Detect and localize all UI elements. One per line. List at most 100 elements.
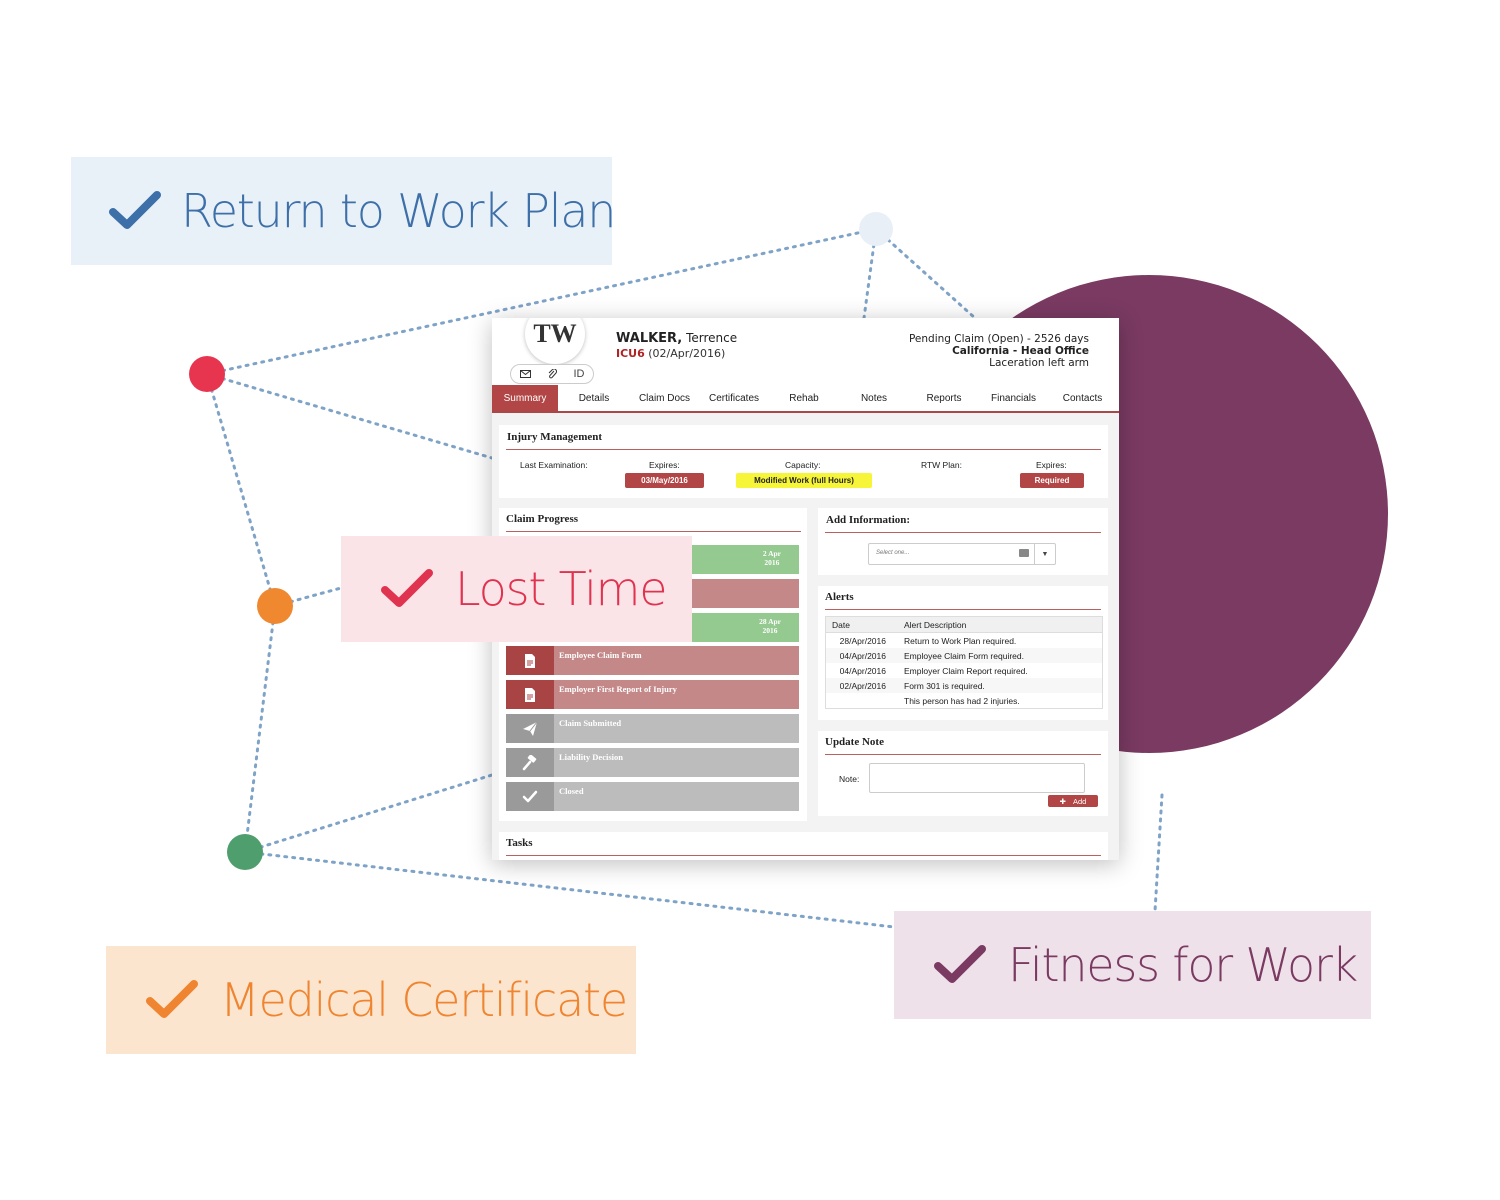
patient-code: ICU6 (02/Apr/2016) [616, 347, 725, 360]
table-row: 04/Apr/2016 Employer Claim Report requir… [826, 663, 1102, 678]
chevron-down-icon[interactable]: ▼ [1034, 544, 1055, 564]
alert-date: 02/Apr/2016 [839, 680, 886, 691]
add-note-button[interactable]: ✚ Add [1048, 795, 1098, 807]
tab-reports[interactable]: Reports [926, 392, 962, 404]
alert-date: 28/Apr/2016 [839, 635, 886, 646]
divider [825, 609, 1101, 610]
column-header-description: Alert Description [904, 619, 967, 630]
progress-label: Closed [554, 782, 799, 811]
callout-label: Fitness for Work [1008, 938, 1358, 992]
connector-line [205, 372, 494, 460]
node-red [189, 356, 225, 392]
progress-date-year: 2016 [762, 626, 778, 635]
tab-financials[interactable]: Financials [990, 392, 1037, 404]
check-icon [379, 565, 435, 613]
claim-code: ICU6 [616, 347, 645, 360]
tab-claim-docs[interactable]: Claim Docs [638, 392, 691, 404]
panel-title: Add Information: [826, 514, 911, 526]
add-information-panel: Add Information: Select one... ▼ [818, 508, 1108, 575]
injury-management-panel: Injury Management Last Examination: Expi… [499, 425, 1108, 498]
callout-label: Return to Work Plan [181, 184, 616, 238]
add-button-label: Add [1072, 796, 1087, 806]
callout-return-to-work: Return to Work Plan [71, 157, 616, 265]
panel-title: Claim Progress [506, 513, 578, 525]
progress-employee-claim-form[interactable]: Employee Claim Form [506, 646, 799, 675]
panel-title: Alerts [825, 591, 854, 603]
claim-code-date: (02/Apr/2016) [648, 347, 726, 360]
progress-closed[interactable]: Closed [506, 782, 799, 811]
claim-status: Pending Claim (Open) - 2526 days Califor… [909, 333, 1089, 369]
progress-claim-submitted[interactable]: Claim Submitted [506, 714, 799, 743]
progress-liability-decision[interactable]: Liability Decision [506, 748, 799, 777]
rtw-required-badge: Required [1020, 473, 1084, 488]
document-icon [506, 680, 554, 709]
status-line-claim: Pending Claim (Open) - 2526 days [908, 333, 1089, 345]
connector-line [205, 372, 277, 608]
id-button[interactable]: ID [573, 368, 585, 380]
expires-label: Expires: [649, 460, 680, 470]
table-row: 28/Apr/2016 Return to Work Plan required… [826, 633, 1102, 648]
connector-line [205, 227, 878, 376]
document-icon [506, 646, 554, 675]
avatar-initials: TW [533, 319, 577, 348]
tab-contacts[interactable]: Contacts [1062, 392, 1103, 404]
progress-date-day: 2 Apr [762, 549, 781, 558]
divider [506, 855, 1101, 856]
tab-rehab[interactable]: Rehab [789, 392, 819, 404]
connector-line [874, 227, 977, 320]
patient-name: WALKER, Terrence [616, 331, 737, 346]
table-row: 04/Apr/2016 Employee Claim Form required… [826, 648, 1102, 663]
tasks-panel: Tasks [499, 832, 1108, 860]
divider [506, 531, 801, 532]
patient-given-name: Terrence [686, 331, 738, 345]
divider [825, 532, 1101, 533]
gavel-icon [506, 748, 554, 777]
tab-certificates[interactable]: Certificates [708, 392, 759, 404]
paperclip-icon[interactable] [548, 369, 557, 379]
callout-fitness-for-work: Fitness for Work [894, 911, 1371, 1019]
note-label: Note: [839, 774, 860, 784]
rtw-expires-label: Expires: [1036, 460, 1067, 470]
capacity-badge: Modified Work (full Hours) [736, 473, 872, 488]
alert-description: Employer Claim Report required. [904, 665, 1028, 676]
connector-line [243, 604, 277, 854]
connector-line [243, 773, 494, 854]
tab-summary[interactable]: Summary [492, 385, 558, 411]
calendar-icon [1019, 549, 1029, 557]
progress-label: Employer First Report of Injury [554, 680, 799, 709]
expires-badge: 03/May/2016 [625, 473, 704, 488]
progress-date-year: 2016 [764, 558, 780, 567]
alert-description: This person has had 2 injuries. [904, 695, 1020, 706]
select-placeholder: Select one... [876, 550, 910, 556]
callout-label: Lost Time [455, 562, 668, 616]
column-header-date: Date [832, 619, 850, 630]
plus-icon: ✚ [1059, 796, 1066, 806]
panel-title: Injury Management [507, 431, 603, 443]
tab-notes[interactable]: Notes [860, 392, 888, 404]
check-icon [932, 941, 988, 989]
tab-bar: Summary Details Claim Docs Certificates … [492, 385, 1119, 413]
information-select[interactable]: Select one... ▼ [868, 543, 1056, 565]
panel-title: Update Note [825, 736, 884, 748]
node-light [859, 212, 893, 246]
avatar: TW [525, 318, 585, 364]
checkmark-icon [506, 782, 554, 811]
paper-plane-icon [506, 714, 554, 743]
alert-date: 04/Apr/2016 [839, 665, 886, 676]
envelope-icon[interactable] [519, 370, 531, 378]
progress-label: Employee Claim Form [554, 646, 799, 675]
table-header: Date Alert Description [826, 617, 1102, 633]
patient-surname: WALKER, [616, 331, 683, 346]
tab-details[interactable]: Details [578, 392, 610, 404]
capacity-label: Capacity: [785, 460, 821, 470]
patient-header: TW ID WALKER, Terrence ICU6 (02/Apr/2016… [492, 318, 1119, 385]
note-textarea[interactable] [869, 763, 1085, 793]
status-line-location: California - Head Office [952, 345, 1089, 357]
progress-employer-first-report[interactable]: Employer First Report of Injury [506, 680, 799, 709]
node-orange [257, 588, 293, 624]
alerts-panel: Alerts Date Alert Description 28/Apr/201… [818, 586, 1108, 720]
status-line-injury: Laceration left arm [989, 357, 1089, 369]
